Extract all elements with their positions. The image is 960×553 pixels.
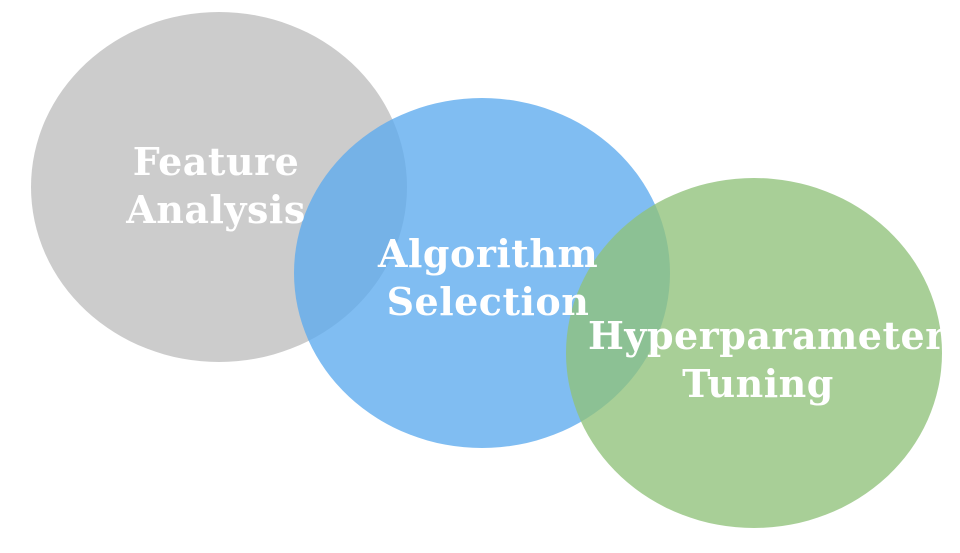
algorithm-selection-line-2: Selection	[386, 279, 590, 324]
feature-analysis-line-2: Analysis	[126, 187, 306, 232]
hyperparameter-tuning-circle	[566, 178, 942, 528]
hyperparameter-tuning-label: Hyperparameter Tuning	[588, 312, 946, 408]
algorithm-selection-label: Algorithm Selection	[378, 230, 598, 326]
hyperparameter-tuning-line-2: Tuning	[682, 361, 834, 406]
feature-analysis-line-1: Feature	[132, 139, 300, 184]
algorithm-selection-line-1: Algorithm	[378, 231, 599, 276]
hyperparameter-tuning-line-1: Hyperparameter	[588, 313, 946, 358]
feature-analysis-label: Feature Analysis	[116, 138, 316, 234]
